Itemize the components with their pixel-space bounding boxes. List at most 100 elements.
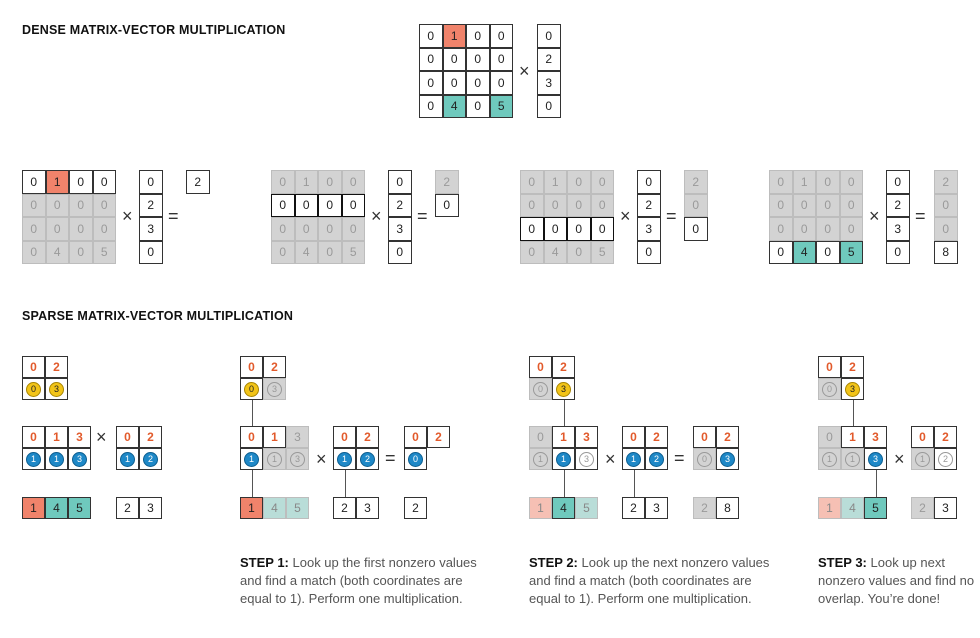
step3-caption: STEP 3: Look up next nonzero values and … (818, 554, 976, 608)
coord-cell: 1 (116, 448, 139, 470)
matrix-cell: 0 (839, 170, 863, 194)
times-operator: × (316, 449, 327, 469)
matrix-cell: 0 (816, 217, 840, 241)
vector-cell: 2 (637, 193, 661, 217)
gray-coord-badge: 1 (915, 451, 930, 467)
index-cell: 2 (552, 356, 575, 378)
matrix-cell: 0 (22, 170, 46, 194)
matrix-cell: 5 (839, 240, 863, 264)
step2-vector-indices: 0 2 0 3 (529, 356, 575, 400)
step1-result-values: 2 (404, 497, 427, 519)
blue-coord-badge: 2 (649, 451, 664, 467)
times-operator: × (605, 449, 616, 469)
coord-cell: 1 (263, 448, 286, 470)
index-cell: 0 (22, 356, 45, 378)
index-cell: 1 (841, 426, 864, 448)
value-cell: 4 (263, 497, 286, 519)
coord-cell: 3 (841, 378, 864, 400)
matrix-cell: 0 (816, 170, 840, 194)
coord-cell: 0 (818, 378, 841, 400)
step2-vector2-indices: 0 2 1 2 (622, 426, 668, 470)
step1-matrix-indices: 0 1 3 1 1 3 (240, 426, 309, 470)
blue-coord-badge: 1 (626, 451, 641, 467)
matrix-cell: 0 (520, 240, 544, 264)
sparse-title: SPARSE MATRIX-VECTOR MULTIPLICATION (22, 309, 294, 323)
sparse-vector2-indices: 0 2 1 2 (116, 426, 162, 470)
gray-coord-badge: 3 (267, 381, 282, 397)
coord-cell: 3 (286, 448, 309, 470)
vector-cell: 3 (388, 217, 412, 241)
value-cell: 5 (864, 497, 887, 519)
matrix-cell: 0 (769, 170, 793, 194)
index-cell: 0 (693, 426, 716, 448)
matrix-cell: 0 (567, 240, 591, 264)
equals-operator: = (385, 448, 396, 468)
vector-cell: 2 (537, 47, 561, 71)
equals-operator: = (666, 206, 677, 226)
value-cell: 2 (404, 497, 427, 519)
times-operator: × (371, 206, 382, 226)
matrix-cell: 0 (22, 240, 46, 264)
value-cell: 5 (575, 497, 598, 519)
matrix-cell: 0 (769, 240, 793, 264)
matrix-cell: 0 (792, 217, 816, 241)
blue-coord-badge: 3 (868, 451, 883, 467)
gray-coord-badge: 3 (579, 451, 594, 467)
yellow-coord-badge: 0 (244, 381, 259, 397)
matrix-cell: 0 (69, 170, 93, 194)
matrix-cell: 4 (442, 94, 466, 118)
matrix-cell: 0 (341, 217, 365, 241)
equals-operator: = (674, 448, 685, 468)
dense-step1-vector: 0 2 3 0 (139, 170, 163, 264)
matrix-cell: 0 (294, 193, 318, 217)
matrix-cell: 1 (792, 170, 816, 194)
coord-cell: 0 (529, 378, 552, 400)
matrix-cell: 0 (543, 193, 567, 217)
matrix-cell: 0 (590, 193, 614, 217)
value-cell: 3 (139, 497, 162, 519)
matrix-cell: 0 (442, 71, 466, 95)
value-cell: 3 (934, 497, 957, 519)
step3-text: Look up next nonzero values and find no … (818, 555, 975, 606)
gray-coord-badge: 1 (845, 451, 860, 467)
coord-cell: 3 (716, 448, 739, 470)
matrix-cell: 0 (341, 170, 365, 194)
index-cell: 2 (716, 426, 739, 448)
coord-cell: 2 (139, 448, 162, 470)
value-cell: 2 (693, 497, 716, 519)
index-cell: 0 (333, 426, 356, 448)
index-cell: 0 (818, 356, 841, 378)
gray-coord-badge: 0 (533, 381, 548, 397)
blue-coord-badge: 3 (720, 451, 735, 467)
coord-cell: 0 (693, 448, 716, 470)
sparse-matrix-values: 1 4 5 (22, 497, 91, 519)
connector-line (876, 470, 877, 497)
index-cell: 2 (841, 356, 864, 378)
matrix-cell: 0 (816, 193, 840, 217)
value-cell: 5 (286, 497, 309, 519)
blue-coord-badge: 1 (49, 451, 64, 467)
step1-matrix-values: 1 4 5 (240, 497, 309, 519)
gray-coord-badge: 3 (290, 451, 305, 467)
matrix-cell: 0 (839, 193, 863, 217)
step2-matrix-indices: 0 1 3 1 1 3 (529, 426, 598, 470)
times-operator: × (894, 449, 905, 469)
matrix-cell: 0 (567, 217, 591, 241)
coord-cell: 1 (552, 448, 575, 470)
dense-step2-vector: 0 2 3 0 (388, 170, 412, 264)
matrix-cell: 0 (792, 193, 816, 217)
yellow-coord-badge: 0 (26, 381, 41, 397)
step3-vector-indices: 0 2 0 3 (818, 356, 864, 400)
matrix-cell: 0 (318, 193, 342, 217)
coord-cell: 1 (911, 448, 934, 470)
connector-line (564, 470, 565, 497)
matrix-cell: 0 (567, 193, 591, 217)
matrix-cell: 0 (419, 71, 443, 95)
dense-matrix: 0 1 0 0 0 0 0 0 0 0 0 0 0 4 0 5 (419, 24, 513, 118)
value-cell: 4 (45, 497, 68, 519)
vector-cell: 0 (886, 170, 910, 194)
coord-cell: 2 (934, 448, 957, 470)
gray-coord-badge: 0 (697, 451, 712, 467)
yellow-coord-badge: 3 (556, 381, 571, 397)
matrix-cell: 4 (792, 240, 816, 264)
